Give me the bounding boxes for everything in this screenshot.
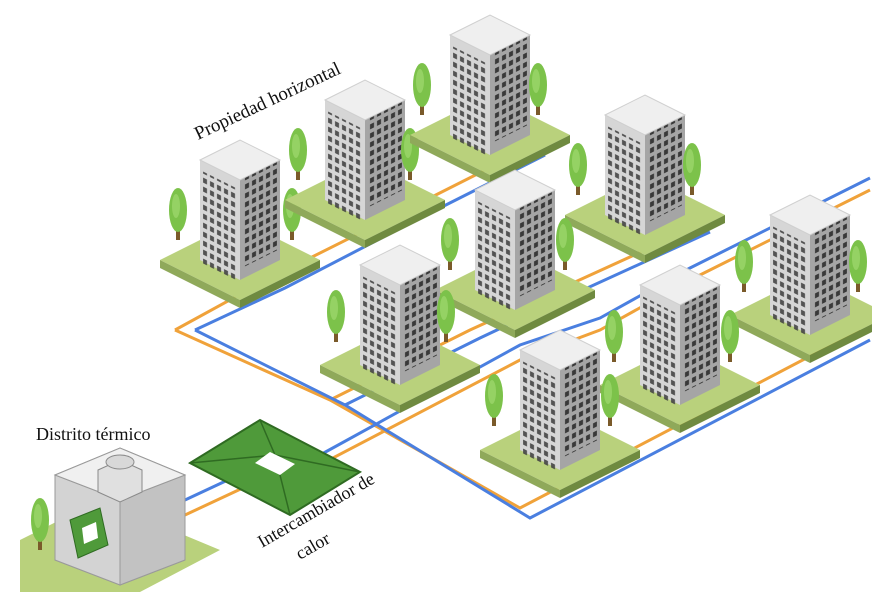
building-4: [564, 94, 726, 264]
thermal-district-plant: [20, 447, 220, 592]
heat-exchanger: [187, 418, 363, 517]
building-7: [729, 194, 872, 364]
building-3: [409, 14, 571, 184]
building-5: [434, 169, 596, 339]
label-heat-exchanger-line2: calor: [292, 528, 333, 563]
building-6: [319, 244, 481, 414]
building-8: [599, 264, 761, 434]
label-thermal-district: Distrito térmico: [36, 424, 150, 444]
label-horizontal-property: Propiedad horizontal: [191, 58, 344, 144]
